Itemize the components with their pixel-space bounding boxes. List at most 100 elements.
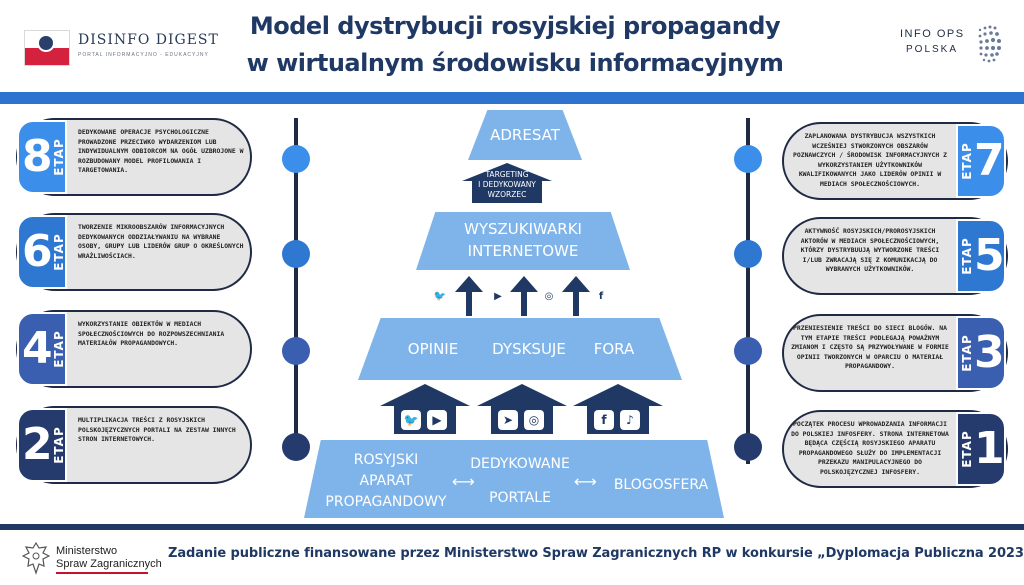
timeline-dot [282,337,310,365]
stage-number: 2 [22,419,53,470]
stage-description: Zaplanowana dystrybucja wszystkich wcześ… [793,132,947,188]
timeline-dot [734,145,762,173]
nato-emblem-icon [37,34,55,52]
targeting-line1: TARGETING [485,170,529,179]
stage-badge [17,120,67,194]
stage-word: ETAP [959,142,974,180]
stage-number: 6 [22,226,53,277]
targeting-box [472,181,542,203]
header-divider-band [0,92,1024,104]
targeting-roof [462,163,552,181]
arrow-up-1-shaft [466,292,472,316]
stage-description: Wykorzystanie obiektów w mediach społecz… [78,320,225,348]
timeline-dot [282,433,310,461]
facebook-icon: f [594,410,614,430]
ministry-logo: Ministerstwo Spraw Zagranicznych [22,541,162,577]
search-engines-line1: WYSZUKIWARKI [464,220,582,238]
targeting-line2: I DEDYKOWANY [478,180,536,189]
stage-number: 3 [974,327,1005,378]
stage-badge [17,215,67,289]
timeline-dot [734,337,762,365]
info-ops-line1: INFO OPS [900,28,965,40]
stage-description: Tworzenie mikroobszarów informacyjnych d… [78,223,244,260]
blogosphere-label: BLOGOSFERA [613,477,709,493]
house-roof [380,384,470,406]
twitter-icon: 🐦 [433,291,447,302]
page-title-line2: w wirtualnym środowisku informacyjnym [246,49,784,77]
stage-badge [956,316,1006,390]
arrow-up-2 [510,276,538,292]
stage-badge [956,412,1006,486]
pyramid-level-opinions [358,318,682,380]
disinfo-digest-subtitle: PORTAL INFORMACYJNO - EDUKACYJNY [78,52,209,58]
disinfo-digest-logo: DISINFO DIGEST PORTAL INFORMACYJNO - EDU… [24,28,224,68]
house-twitter-youtube: 🐦 ▶ [380,384,470,436]
timeline-dot [282,145,310,173]
stage-number: 8 [22,131,53,182]
house-facebook-tiktok: f ♪ [573,384,663,436]
discussions-label: DYSKSUJE [492,340,566,358]
double-arrow-left: ⟷ [452,472,475,491]
stage-description: Aktywność rosyjskich/prorosyjskich aktor… [800,227,940,274]
instagram-icon: ◎ [544,291,554,302]
youtube-icon: ▶ [427,410,447,430]
arrow-up-2-shaft [521,292,527,316]
portals-label: PORTALE [489,490,551,506]
dedicated-label: DEDYKOWANE [470,456,570,472]
targeting-label: TARGETING I DEDYKOWANY WZORZEC [462,170,552,200]
targeting-line3: WZORZEC [487,190,527,199]
tiktok-icon: ♪ [620,410,640,430]
stage-word: ETAP [959,430,974,468]
stage-badge [17,312,67,386]
stage-word: ETAP [51,426,66,464]
info-ops-line2: POLSKA [906,44,959,55]
stage-number: 5 [974,230,1005,281]
russian-apparatus-line2: APARAT [359,473,413,489]
russian-apparatus-line3: PROPAGANDOWY [325,494,447,510]
russian-apparatus-line1: ROSYJSKI [353,452,419,468]
arrow-up-3 [562,276,590,292]
stage-badge [17,408,67,482]
funding-statement: Zadanie publiczne finansowane przez Mini… [168,546,1024,561]
search-engines-label: WYSZUKIWARKI INTERNETOWE [416,218,630,262]
search-engines-line2: INTERNETOWE [467,242,579,260]
stage-description: Multiplikacja treści z rosyjskich polsko… [78,416,236,444]
stage-number: 1 [974,423,1005,474]
stage-badge [956,124,1006,198]
eagle-emblem-icon [22,541,50,575]
timeline-dot [734,433,762,461]
stage-description: Dedykowane operacje psychologiczne prowa… [78,128,244,175]
stage-number: 7 [974,135,1005,186]
timeline-dot [734,240,762,268]
stage-word: ETAP [959,237,974,275]
footer-divider-band [0,524,1024,530]
forums-label: FORA [593,340,635,358]
stage-description: Przeniesienie treści do sieci blogów. Na… [791,324,949,371]
pyramid-base [304,440,724,518]
ministry-line1: Ministerstwo [56,545,118,557]
stage-word: ETAP [51,233,66,271]
arrow-up-1 [455,276,483,292]
right-timeline-line [746,118,750,464]
timeline-dot [282,240,310,268]
youtube-icon: ▶ [494,291,502,302]
twitter-icon: 🐦 [401,410,421,430]
house-roof [477,384,567,406]
stage-word: ETAP [51,138,66,176]
stage-word: ETAP [959,334,974,372]
adresat-label: ADRESAT [490,126,560,144]
pyramid-top-adresat [468,110,582,160]
stage-description: Początek procesu wprowadzania informacji… [791,420,949,476]
stage-badge [956,219,1006,293]
telegram-icon: ➤ [498,410,518,430]
ministry-red-line [56,572,148,574]
russian-apparatus-label: ROSYJSKI APARAT PROPAGANDOWY [316,450,456,513]
left-timeline-line [294,118,298,446]
opinions-label: OPINIE [407,340,459,358]
facebook-icon: f [598,291,604,302]
house-roof [573,384,663,406]
page-title: Model dystrybucji rosyjskiej propagandy … [230,8,800,82]
stage-word: ETAP [51,330,66,368]
pyramid-level-search-engines [416,212,630,270]
arrow-up-3-shaft [573,292,579,316]
